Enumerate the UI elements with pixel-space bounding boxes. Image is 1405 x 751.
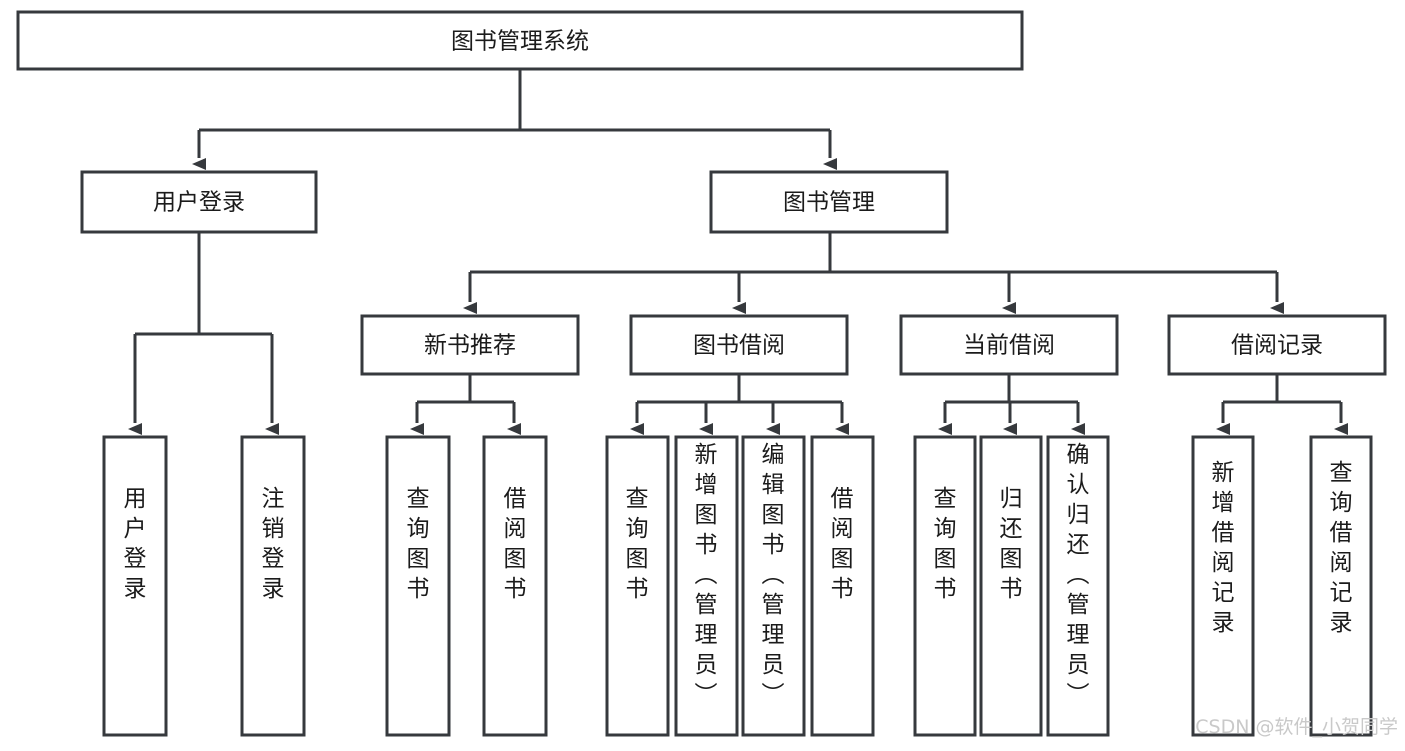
node-root[interactable]: 图书管理系统 (16, 10, 1024, 71)
leaf-box-current-borrow-3[interactable] (1046, 435, 1110, 737)
leaf-node[interactable]: 归还图书 (979, 435, 1043, 737)
leaf-box-book-borrow-2[interactable] (674, 435, 739, 737)
node-book-manage[interactable]: 图书管理 (709, 170, 949, 234)
leaf-box-user-login-2[interactable] (240, 435, 306, 737)
leaf-node[interactable]: 查询图书 (385, 435, 451, 737)
leaf-box-book-borrow-1[interactable] (605, 435, 670, 737)
node-borrow-record[interactable]: 借阅记录 (1167, 314, 1387, 376)
leaf-node[interactable]: 确认归还︵管理员︶ (1046, 435, 1110, 737)
leaf-node[interactable]: 查询图书 (913, 435, 977, 737)
leaf-node[interactable]: 编辑图书︵管理员︶ (741, 435, 806, 737)
node-user-login-box[interactable] (80, 170, 318, 234)
leaf-label-new-book-2: 借阅图书 (504, 486, 527, 602)
leaf-node[interactable]: 查询借阅记录 (1309, 435, 1373, 737)
leaf-box-borrow-record-2[interactable] (1309, 435, 1373, 737)
leaf-label-user-login-2: 注销登录 (262, 486, 285, 602)
node-new-book-recommend-label: 新书推荐 (424, 333, 516, 359)
leaf-box-current-borrow-1[interactable] (913, 435, 977, 737)
leaf-label-new-book-1: 查询图书 (407, 486, 430, 602)
leaf-label-book-borrow-1: 查询图书 (626, 486, 649, 602)
leaf-node[interactable]: 查询图书 (605, 435, 670, 737)
leaf-label-book-borrow-4: 借阅图书 (831, 486, 854, 602)
leaf-label-current-borrow-1: 查询图书 (934, 486, 957, 602)
node-borrow-record-box[interactable] (1167, 314, 1387, 376)
node-borrow-record-label: 借阅记录 (1231, 333, 1323, 359)
leaf-label-book-borrow-2: 新增图书︵管理员︶ (695, 442, 718, 708)
leaf-box-book-borrow-4[interactable] (810, 435, 875, 737)
node-new-book-recommend-box[interactable] (360, 314, 580, 376)
leaf-label-user-login-1: 用户登录 (124, 486, 147, 602)
leaf-label-current-borrow-2: 归还图书 (1000, 486, 1023, 602)
node-root-box[interactable] (16, 10, 1024, 71)
node-new-book-recommend[interactable]: 新书推荐 (360, 314, 580, 376)
leaf-box-user-login-1[interactable] (102, 435, 168, 737)
leaf-node[interactable]: 借阅图书 (482, 435, 548, 737)
node-user-login-label: 用户登录 (153, 190, 245, 216)
leaf-node[interactable]: 用户登录 (102, 435, 168, 737)
node-current-borrow[interactable]: 当前借阅 (899, 314, 1119, 376)
node-book-borrow[interactable]: 图书借阅 (629, 314, 849, 376)
connector-layer (128, 69, 1348, 435)
node-book-manage-box[interactable] (709, 170, 949, 234)
leaf-label-book-borrow-3: 编辑图书︵管理员︶ (762, 442, 785, 708)
watermark-label: CSDN @软件_小贺同学 (1195, 716, 1398, 738)
leaf-box-current-borrow-2[interactable] (979, 435, 1043, 737)
leaf-node[interactable]: 新增图书︵管理员︶ (674, 435, 739, 737)
node-current-borrow-box[interactable] (899, 314, 1119, 376)
leaf-node[interactable]: 借阅图书 (810, 435, 875, 737)
leaf-box-new-book-2[interactable] (482, 435, 548, 737)
node-book-borrow-label: 图书借阅 (693, 333, 785, 359)
node-book-manage-label: 图书管理 (783, 190, 875, 216)
leaf-box-borrow-record-1[interactable] (1191, 435, 1255, 737)
leaf-node[interactable]: 新增借阅记录 (1191, 435, 1255, 737)
leaf-box-book-borrow-3[interactable] (741, 435, 806, 737)
leaf-box-new-book-1[interactable] (385, 435, 451, 737)
node-root-label: 图书管理系统 (451, 29, 589, 55)
leaf-node[interactable]: 注销登录 (240, 435, 306, 737)
node-current-borrow-label: 当前借阅 (963, 333, 1055, 359)
leaf-label-current-borrow-3: 确认归还︵管理员︶ (1067, 442, 1090, 708)
node-book-borrow-box[interactable] (629, 314, 849, 376)
leaf-label-borrow-record-1: 新增借阅记录 (1212, 460, 1235, 636)
leaf-label-borrow-record-2: 查询借阅记录 (1330, 460, 1353, 636)
node-user-login[interactable]: 用户登录 (80, 170, 318, 234)
